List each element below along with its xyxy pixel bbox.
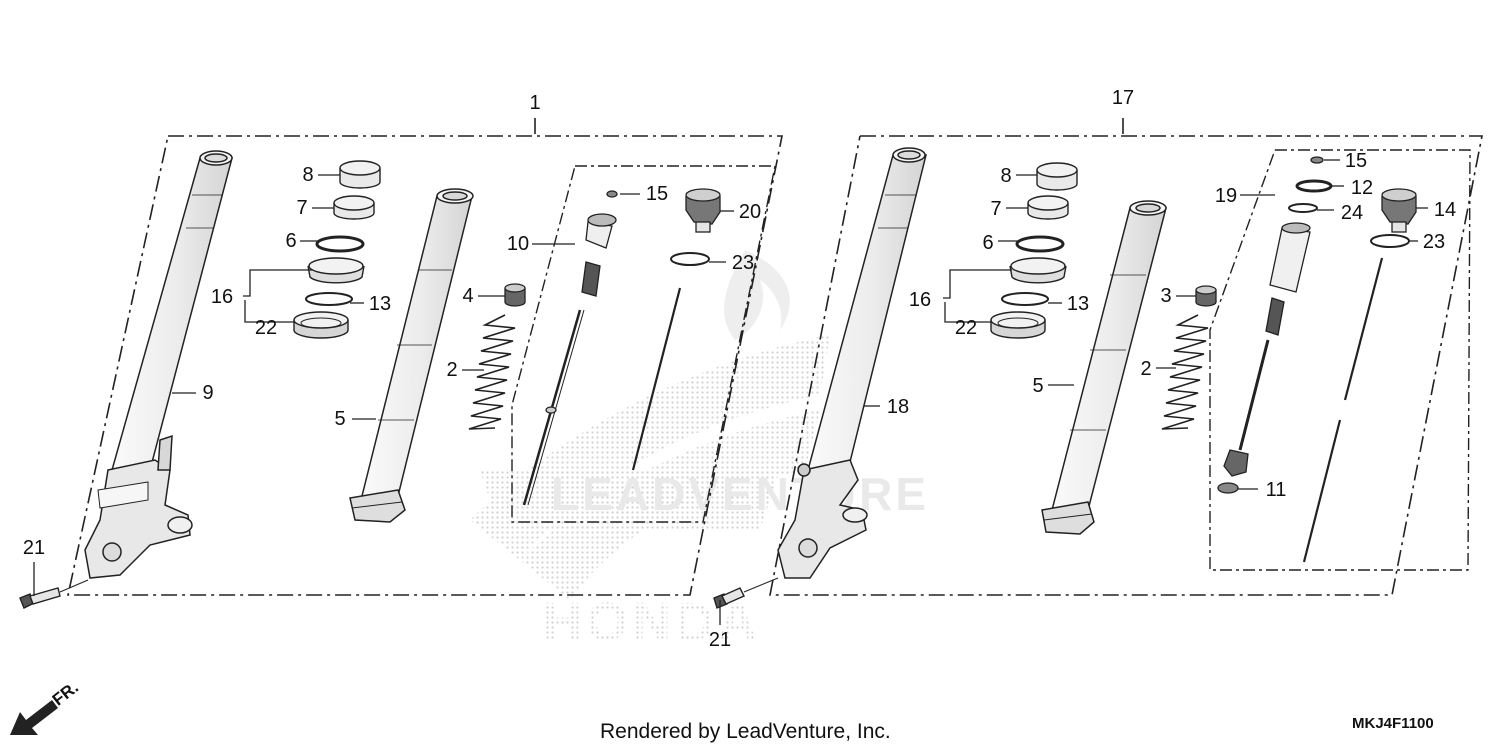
front-direction-arrow — [10, 700, 58, 735]
o-ring-23-left — [670, 252, 710, 266]
callout-16-left[interactable]: 16 — [210, 286, 234, 308]
rod-left — [631, 287, 682, 471]
callout-2-right[interactable]: 2 — [1140, 358, 1152, 380]
callout-24[interactable]: 24 — [1340, 202, 1364, 224]
outer-tube-left — [84, 150, 233, 579]
inner-tube-right — [1041, 200, 1167, 535]
callout-10[interactable]: 10 — [506, 233, 530, 255]
callout-15-left[interactable]: 15 — [645, 183, 669, 205]
ring-stack-right — [990, 162, 1078, 339]
rod-right — [1302, 257, 1384, 563]
callout-16-right[interactable]: 16 — [908, 289, 932, 311]
collar-3-right — [1195, 285, 1217, 307]
render-credit: Rendered by LeadVenture, Inc. — [600, 720, 891, 743]
right-assembly-frame — [769, 118, 1483, 596]
left-assembly-frame — [67, 118, 783, 596]
leadventure-watermark-text: LEADVENTURE — [551, 468, 929, 520]
callout-8-right[interactable]: 8 — [1000, 165, 1012, 187]
callout-6-left[interactable]: 6 — [285, 230, 297, 252]
callout-21-right[interactable]: 21 — [708, 629, 732, 651]
callout-7-right[interactable]: 7 — [990, 198, 1002, 220]
callout-5-left[interactable]: 5 — [334, 408, 346, 430]
callout-15-right[interactable]: 15 — [1344, 150, 1368, 172]
assembly-callout-17[interactable]: 17 — [1111, 87, 1135, 109]
callout-8-left[interactable]: 8 — [302, 164, 314, 186]
outer-tube-right — [777, 147, 927, 579]
callout-19[interactable]: 19 — [1214, 185, 1238, 207]
ring-stack-left — [293, 160, 381, 339]
callout-14[interactable]: 14 — [1433, 199, 1457, 221]
spring-left — [468, 314, 516, 430]
callout-21-left[interactable]: 21 — [22, 537, 46, 559]
cartridge-left — [522, 190, 618, 506]
cap-bolt-20-left — [685, 188, 721, 233]
callout-3[interactable]: 3 — [1160, 285, 1172, 307]
callout-22-left[interactable]: 22 — [254, 317, 278, 339]
right-subassembly-frame — [1209, 149, 1471, 571]
diagram-code: MKJ4F1100 — [1352, 715, 1434, 732]
callout-7-left[interactable]: 7 — [296, 197, 308, 219]
bolt-21-right — [713, 577, 779, 609]
callout-9[interactable]: 9 — [202, 382, 214, 404]
callout-12[interactable]: 12 — [1350, 177, 1374, 199]
callout-11[interactable]: 11 — [1265, 479, 1287, 501]
honda-watermark: HONDA LEADVENTURE — [470, 250, 929, 652]
bolt-21-left — [19, 579, 89, 609]
left-subassembly-frame — [511, 165, 776, 523]
callout-13-right[interactable]: 13 — [1066, 293, 1090, 315]
callout-5-right[interactable]: 5 — [1032, 375, 1044, 397]
cartridge-right — [1217, 156, 1333, 494]
assembly-callout-1[interactable]: 1 — [529, 92, 541, 114]
callout-6-right[interactable]: 6 — [982, 232, 994, 254]
callout-2-left[interactable]: 2 — [446, 359, 458, 381]
callout-18[interactable]: 18 — [886, 396, 910, 418]
callout-23-right[interactable]: 23 — [1422, 231, 1446, 253]
spring-right — [1161, 314, 1209, 430]
callout-20[interactable]: 20 — [738, 201, 762, 223]
inner-tube-left — [349, 188, 474, 523]
callout-4[interactable]: 4 — [462, 285, 474, 307]
cap-bolt-14-right — [1381, 188, 1417, 233]
collar-4-left — [504, 283, 526, 307]
callout-23-left[interactable]: 23 — [731, 252, 755, 274]
o-ring-23-right — [1370, 234, 1410, 248]
leader-lines — [33, 159, 1428, 625]
callout-13-left[interactable]: 13 — [368, 293, 392, 315]
callout-22-right[interactable]: 22 — [954, 317, 978, 339]
flame-watermark — [724, 250, 790, 340]
